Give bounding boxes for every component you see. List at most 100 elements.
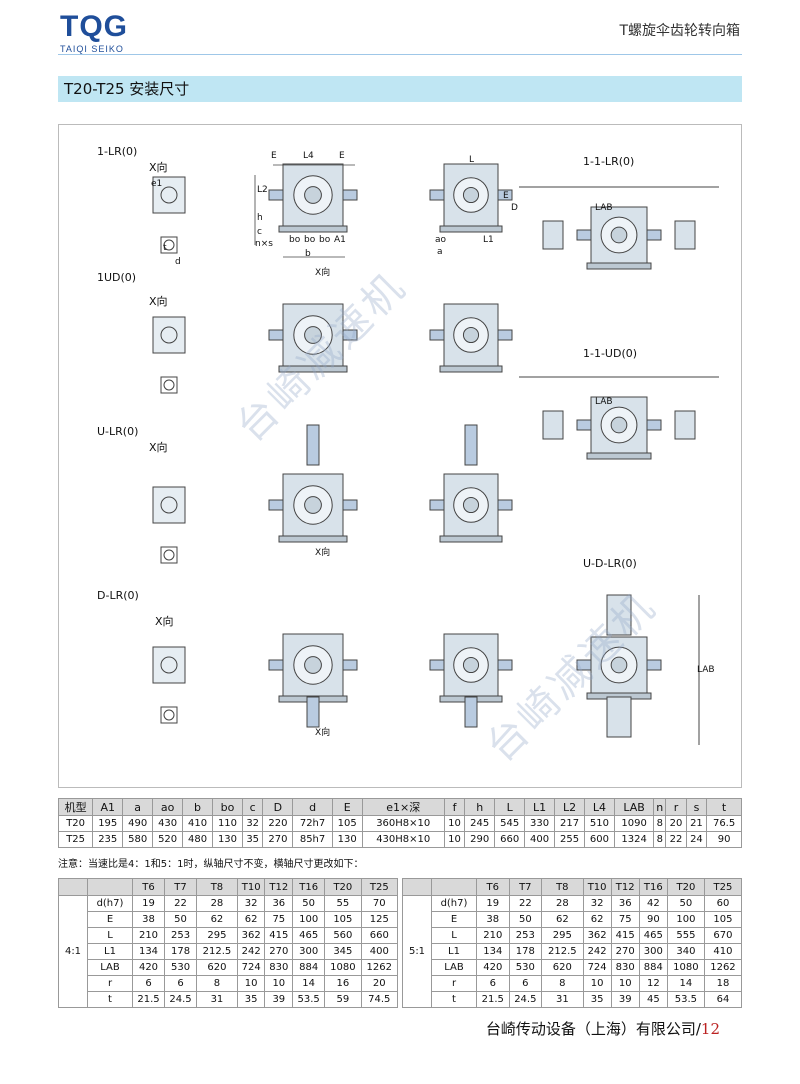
front-view0-shaft-left xyxy=(268,189,284,201)
dim-c: c xyxy=(257,227,262,237)
spec-header-cell: A1 xyxy=(92,798,124,816)
footer: 台崎传动设备（上海）有限公司/12 xyxy=(486,1018,720,1039)
table-cell: 430 xyxy=(152,815,184,832)
table-cell: 724 xyxy=(582,959,612,976)
table-cell: 130 xyxy=(331,831,363,848)
table-cell: 465 xyxy=(292,927,326,944)
table-cell: 415 xyxy=(264,927,294,944)
table-cell: 362 xyxy=(582,927,612,944)
spec-header-cell: n xyxy=(653,798,667,816)
table-cell: 410 xyxy=(182,815,214,832)
table-cell: 14 xyxy=(292,975,326,992)
table-cell: 21.5 xyxy=(476,991,510,1008)
table-cell: 90 xyxy=(638,911,668,928)
table-cell: 85h7 xyxy=(292,831,333,848)
table-cell: 530 xyxy=(508,959,543,976)
table-cell: 8 xyxy=(196,975,238,992)
ratio-header-cell: T16 xyxy=(638,878,668,896)
table-cell: 1262 xyxy=(360,959,399,976)
table-cell: 420 xyxy=(131,959,166,976)
dim-t: t xyxy=(163,243,167,253)
table-cell: 19 xyxy=(131,895,166,912)
upper-input-shaft xyxy=(464,424,478,466)
config2-shaft-section-circle xyxy=(163,549,175,561)
spec-header-cell: L xyxy=(494,798,526,816)
table-cell: 242 xyxy=(236,943,266,960)
table-cell: 10 xyxy=(582,975,612,992)
spec-header-cell: e1×深 xyxy=(361,798,445,816)
dim-e: E xyxy=(339,151,345,161)
table-cell: 42 xyxy=(638,895,668,912)
table-cell: 362 xyxy=(236,927,266,944)
table-cell: 60 xyxy=(703,895,743,912)
table-cell: 32 xyxy=(241,815,264,832)
table-cell: t xyxy=(87,991,133,1008)
table-cell: 32 xyxy=(236,895,266,912)
company-logo: TQG TAIQI SEIKO xyxy=(60,12,140,55)
spec-header-cell: ao xyxy=(152,798,184,816)
config-label-d-lr: D-LR(0) xyxy=(97,589,139,602)
table-cell: d(h7) xyxy=(87,895,133,912)
table-cell: T20 xyxy=(57,815,94,832)
table-cell: 62 xyxy=(196,911,238,928)
drawing-canvas xyxy=(152,163,719,745)
side-view3-shaft-right xyxy=(497,659,513,671)
table-cell: 884 xyxy=(638,959,668,976)
table-cell: 64 xyxy=(703,991,743,1008)
table-cell: 345 xyxy=(324,943,362,960)
table-cell: E xyxy=(87,911,133,928)
spec-header-cell: L4 xyxy=(583,798,615,816)
combo1-right-module xyxy=(674,410,696,440)
table-cell: r xyxy=(87,975,133,992)
side-view2-shaft-left xyxy=(429,499,445,511)
installation-drawing: 1-LR(0) X向 1UD(0) X向 U-LR(0) X向 D-LR(0) … xyxy=(58,124,742,788)
front-view1-hub xyxy=(304,326,322,344)
table-cell: LAB xyxy=(87,959,133,976)
table-cell: 6 xyxy=(131,975,166,992)
table-cell: E xyxy=(431,911,477,928)
side-view0-shaft-left xyxy=(429,189,445,201)
dim-e: E xyxy=(503,191,509,201)
side-view3-hub xyxy=(462,656,480,674)
front-view2-base xyxy=(278,535,348,543)
ratio-header-cell: T8 xyxy=(196,878,238,896)
spec-header-cell: c xyxy=(241,798,264,816)
ratio-label: 5:1 xyxy=(402,895,432,1008)
table-cell: 90 xyxy=(706,831,742,848)
table-cell: 8 xyxy=(653,815,667,832)
view-label: X向 xyxy=(149,441,168,454)
table-cell: 724 xyxy=(236,959,266,976)
table-cell: 253 xyxy=(508,927,543,944)
table-cell: 22 xyxy=(508,895,543,912)
config0-x-view-circle xyxy=(160,186,178,204)
ratio-header-cell: T20 xyxy=(666,878,705,896)
table-cell: L1 xyxy=(87,943,133,960)
table-cell: 300 xyxy=(638,943,668,960)
front-view0-hub xyxy=(304,186,322,204)
table-cell: 212.5 xyxy=(196,943,238,960)
table-cell: 10 xyxy=(443,815,466,832)
table-cell: t xyxy=(431,991,477,1008)
table-cell: 245 xyxy=(464,815,496,832)
table-cell: 31 xyxy=(196,991,238,1008)
spec-header-cell: s xyxy=(685,798,708,816)
table-cell: 38 xyxy=(476,911,510,928)
spec-header-cell: h xyxy=(464,798,496,816)
table-cell: 53.5 xyxy=(292,991,326,1008)
ratio-header-cell: T12 xyxy=(264,878,294,896)
side-view3-shaft-left xyxy=(429,659,445,671)
ratio-header-cell xyxy=(431,878,477,896)
table-cell: 10 xyxy=(610,975,640,992)
front-view3-hub xyxy=(304,656,322,674)
table-cell: 50 xyxy=(508,911,543,928)
table-cell: 74.5 xyxy=(360,991,399,1008)
ratio-header-cell: T16 xyxy=(292,878,326,896)
table-cell: 35 xyxy=(241,831,264,848)
dim-e: E xyxy=(271,151,277,161)
table-cell: 134 xyxy=(476,943,510,960)
table-cell: 270 xyxy=(262,831,294,848)
front-view3-shaft-right xyxy=(342,659,358,671)
